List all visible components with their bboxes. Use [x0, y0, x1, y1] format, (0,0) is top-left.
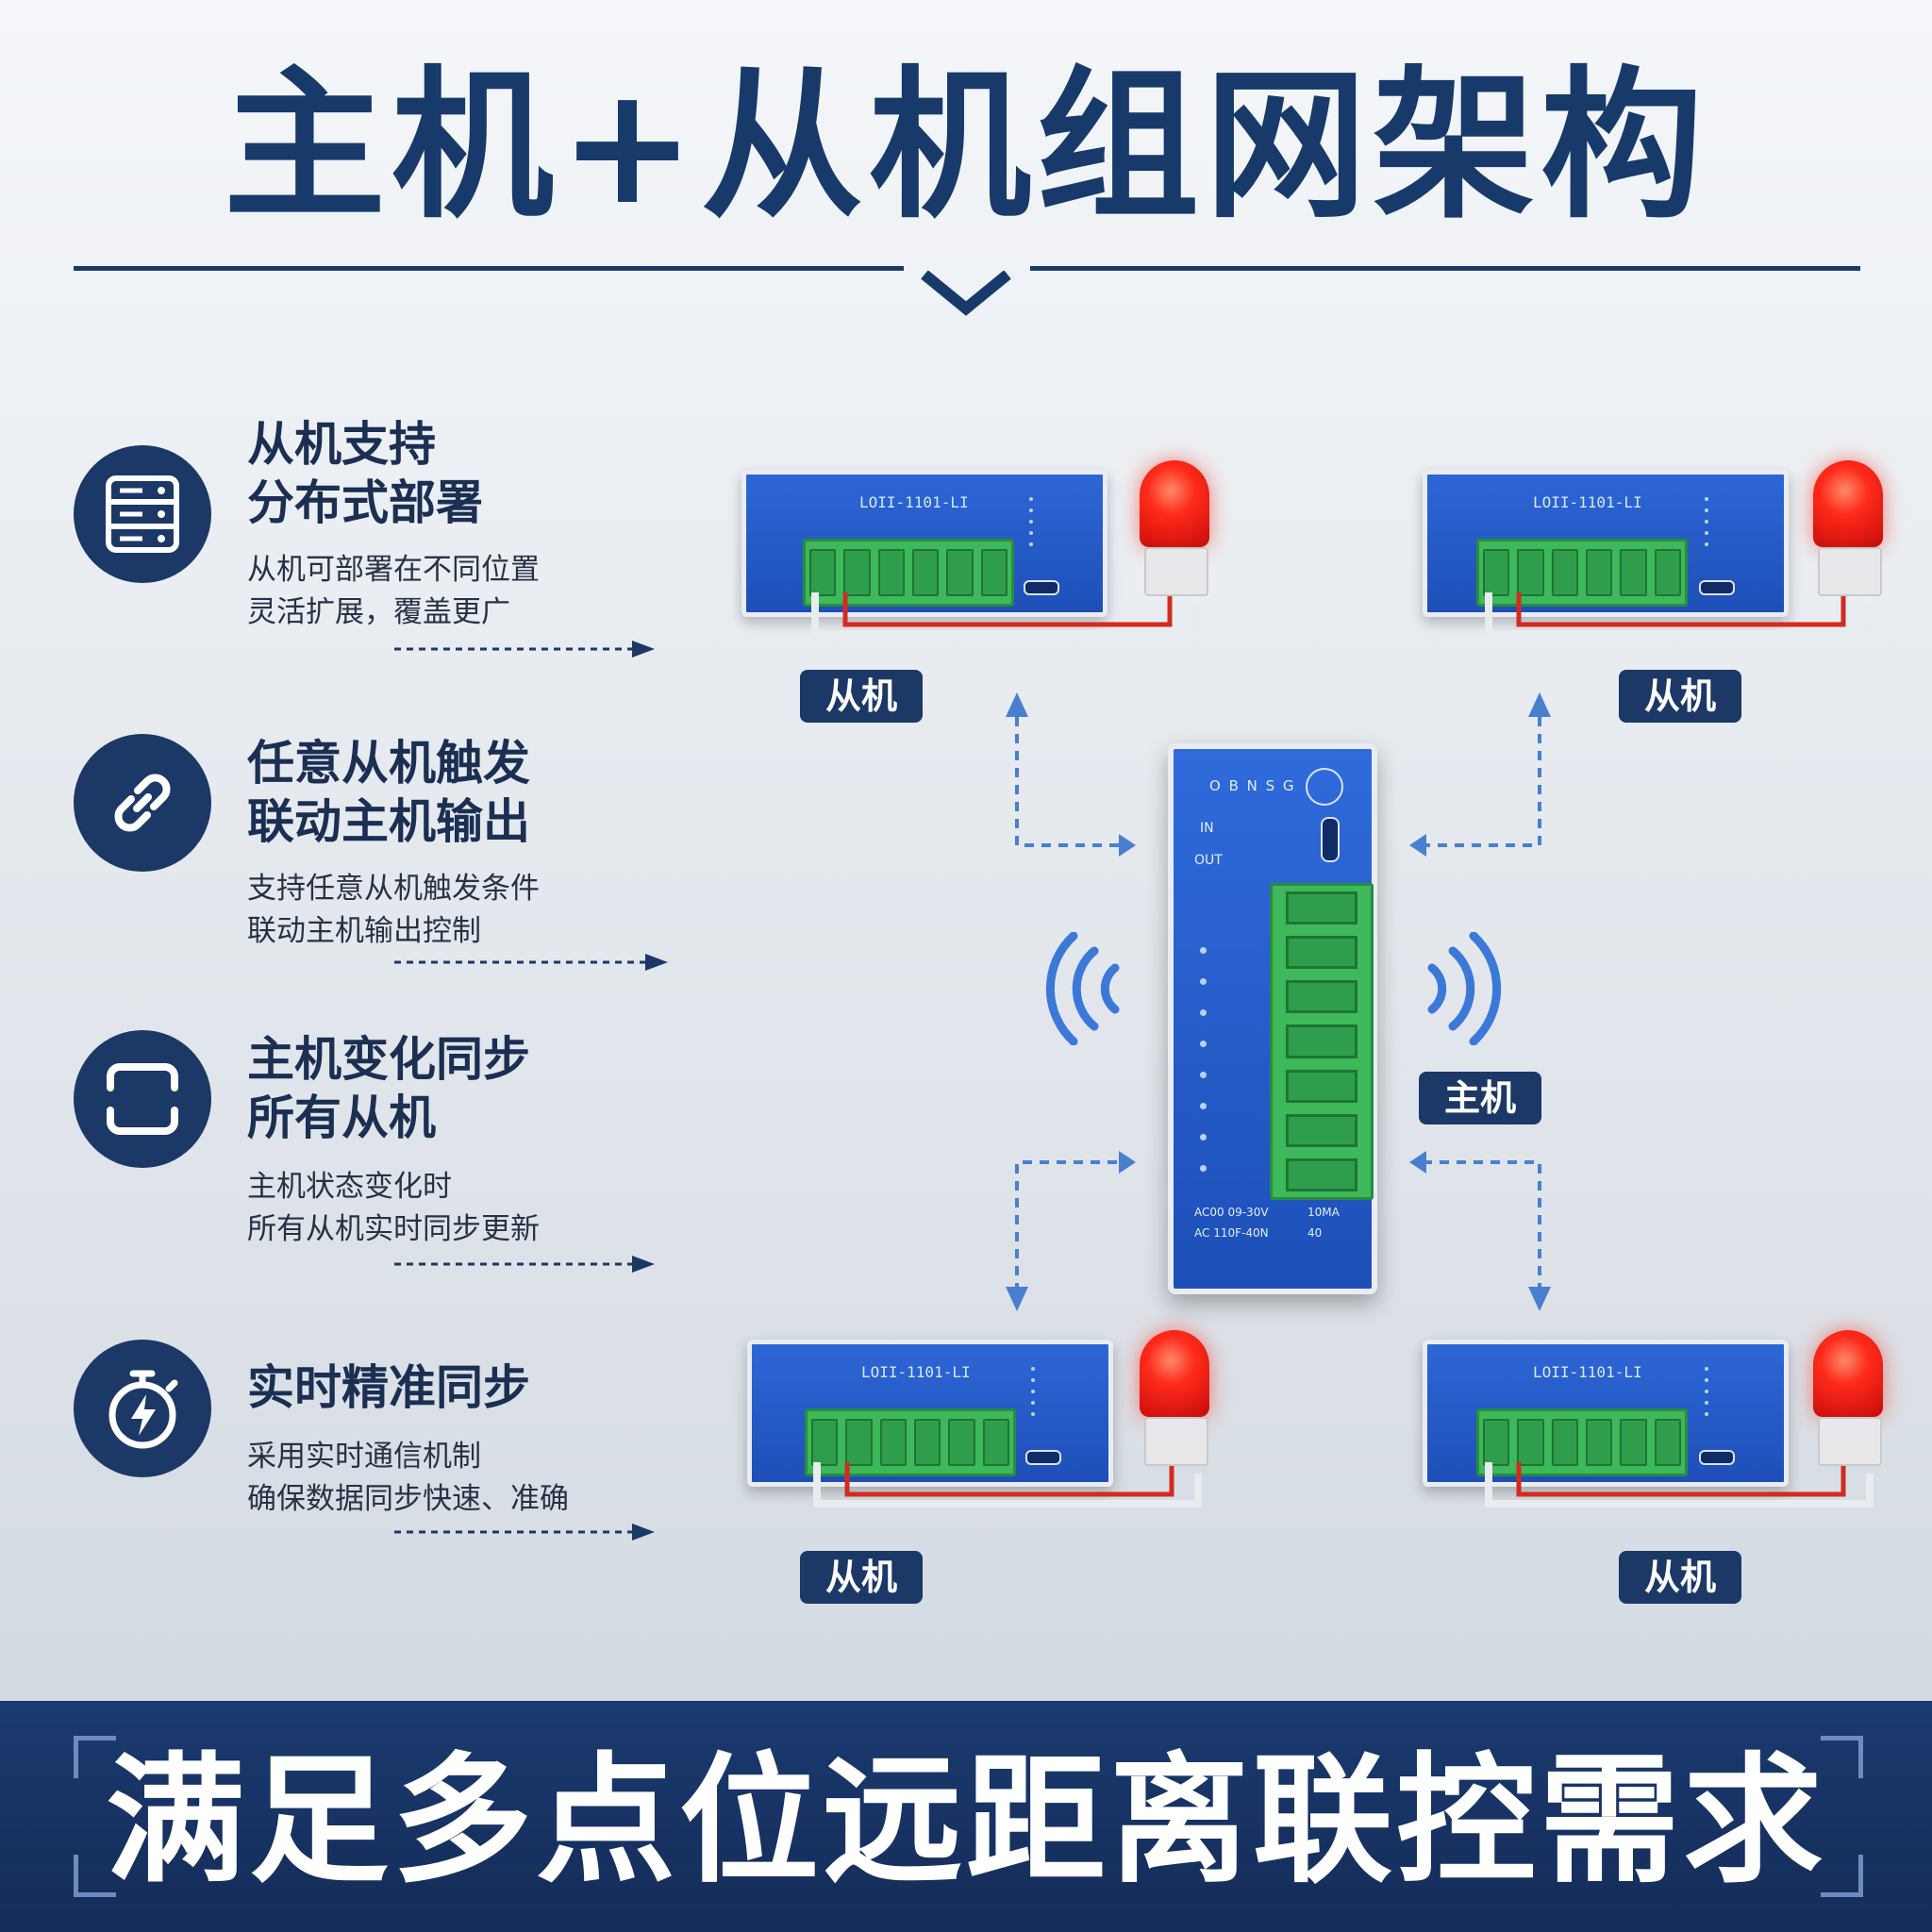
master-spec-3: AC 110F-40N — [1194, 1226, 1269, 1240]
wiring-cables — [811, 592, 1200, 638]
alarm-light-icon — [1813, 460, 1883, 547]
slave-device: LOII-1101-LI — [1423, 1340, 1789, 1487]
footer-slogan: 满足多点位远距离联控需求 — [106, 1740, 1826, 1902]
slave-model-label: LOII-1101-LI — [1533, 1363, 1642, 1381]
terminal-block — [1476, 1408, 1688, 1476]
slave-device: LOII-1101-LI — [1423, 470, 1789, 617]
master-led-column — [1200, 947, 1207, 1172]
server-rack-icon — [106, 475, 179, 553]
feature-3-desc: 主机状态变化时所有从机实时同步更新 — [247, 1170, 540, 1246]
feature-2-title: 任意从机触发联动主机输出 — [247, 736, 530, 849]
usb-c-port — [1321, 817, 1340, 862]
sync-frame-icon — [107, 1063, 178, 1135]
footer-banner — [0, 1701, 1932, 1932]
feature-icon-bg — [74, 734, 211, 872]
master-label: 主机 — [1419, 1072, 1541, 1124]
slave-device: LOII-1101-LI — [747, 1340, 1113, 1487]
slave-label: 从机 — [1619, 670, 1741, 723]
usb-c-port — [1699, 580, 1735, 595]
wireless-signal-icon — [1427, 932, 1502, 1045]
title-underline-left — [74, 266, 904, 271]
slave-device: LOII-1101-LI — [741, 470, 1108, 617]
wiring-cables — [813, 1462, 1202, 1507]
usb-c-port — [1024, 580, 1059, 595]
usb-c-port — [1025, 1450, 1061, 1465]
corner-bracket — [1821, 1855, 1863, 1897]
terminal-block — [803, 539, 1014, 607]
dashed-arrow-icon — [394, 1256, 655, 1273]
master-in-label: IN — [1200, 821, 1214, 836]
alarm-light-icon — [1140, 1330, 1209, 1417]
slave-label: 从机 — [1619, 1551, 1741, 1604]
stopwatch-bolt-icon — [108, 1370, 178, 1449]
slave-label: 从机 — [800, 1551, 923, 1604]
master-out-label: OUT — [1194, 853, 1223, 868]
page-title: 主机+从机组网架构 — [223, 51, 1709, 241]
master-logo-badge — [1306, 768, 1343, 806]
master-spec-2: 10MA — [1307, 1206, 1340, 1219]
feature-icon-bg — [74, 1030, 211, 1168]
corner-bracket — [74, 1736, 116, 1778]
wiring-cables — [1485, 1462, 1874, 1507]
slave-model-label: LOII-1101-LI — [859, 493, 969, 511]
slave-model-label: LOII-1101-LI — [861, 1363, 971, 1381]
wiring-cables — [1485, 592, 1874, 638]
link-chain-icon — [114, 774, 171, 832]
feature-icon-bg — [74, 1340, 211, 1477]
master-spec-1: AC00 09-30V — [1194, 1206, 1269, 1219]
title-underline-right — [1030, 266, 1860, 271]
slave-label: 从机 — [800, 670, 923, 723]
feature-3-title: 主机变化同步所有从机 — [247, 1032, 530, 1145]
slave-model-label: LOII-1101-LI — [1533, 493, 1642, 511]
dashed-arrow-icon — [394, 1524, 655, 1541]
usb-c-port — [1699, 1450, 1735, 1465]
dashed-arrow-icon — [394, 641, 655, 658]
alarm-base — [1144, 547, 1208, 596]
wireless-signal-icon — [1045, 932, 1120, 1045]
feature-4-desc: 采用实时通信机制确保数据同步快速、准确 — [247, 1440, 569, 1516]
master-top-letters: O B N S G — [1209, 777, 1296, 794]
alarm-base — [1818, 547, 1882, 596]
alarm-base — [1818, 1417, 1882, 1466]
feature-icon-bg — [74, 445, 211, 583]
feature-1-desc: 从机可部署在不同位置灵活扩展，覆盖更广 — [247, 553, 540, 629]
terminal-block — [805, 1408, 1016, 1476]
master-terminal-block — [1270, 883, 1374, 1200]
alarm-light-icon — [1140, 460, 1209, 547]
corner-bracket — [1821, 1736, 1863, 1778]
feature-1-title: 从机支持分布式部署 — [247, 417, 483, 530]
feature-4-title: 实时精准同步 — [247, 1360, 530, 1415]
alarm-light-icon — [1813, 1330, 1883, 1417]
master-spec-4: 40 — [1307, 1226, 1323, 1240]
feature-2-desc: 支持任意从机触发条件联动主机输出控制 — [247, 872, 540, 948]
terminal-block — [1476, 539, 1688, 607]
chevron-down-icon — [921, 271, 1011, 316]
alarm-base — [1144, 1417, 1208, 1466]
dashed-arrow-icon — [394, 954, 668, 971]
corner-bracket — [74, 1855, 116, 1897]
